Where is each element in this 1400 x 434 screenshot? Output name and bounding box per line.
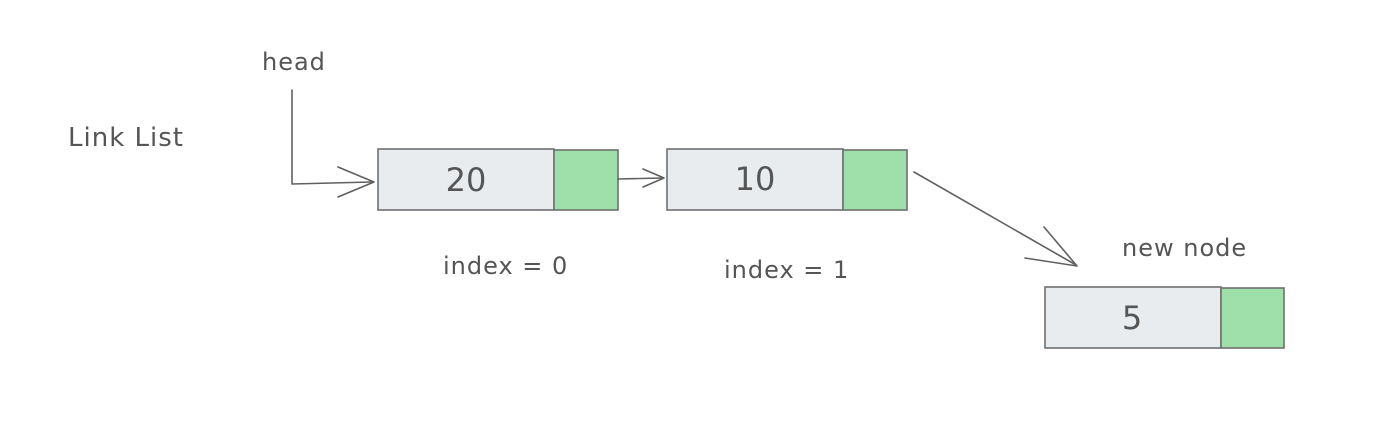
new-node: 5	[1044, 286, 1285, 349]
new-node-value: 5	[1122, 299, 1142, 337]
node-1-data-cell	[666, 148, 844, 211]
node-1-value: 10	[735, 160, 776, 198]
head-label: head	[262, 48, 326, 76]
node-0-value: 20	[446, 161, 487, 199]
node-1-index-label: index = 1	[724, 256, 849, 284]
new-node-pointer-cell	[1220, 287, 1285, 349]
node-1: 10	[666, 148, 908, 211]
new-node-label: new node	[1122, 234, 1247, 262]
node-0-data-cell	[377, 148, 555, 211]
node-0: 20	[377, 148, 619, 211]
head-arrow	[291, 89, 375, 198]
link-arrow-0-1	[617, 168, 665, 188]
node-0-pointer-cell	[553, 149, 619, 211]
new-node-data-cell	[1044, 286, 1222, 349]
diagram-title: Link List	[68, 123, 184, 153]
node-0-index-label: index = 0	[443, 252, 568, 280]
link-arrow-1-new	[913, 171, 1078, 267]
node-1-pointer-cell	[842, 149, 908, 211]
